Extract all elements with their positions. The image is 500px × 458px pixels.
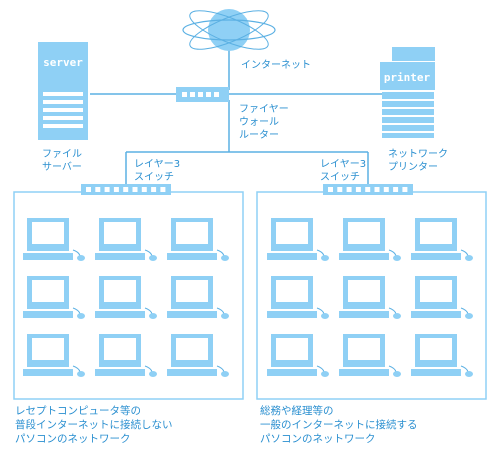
right-network-caption: 総務や経理等の 一般のインターネットに接続する パソコンのネットワーク [260, 404, 421, 445]
left-switch-icon [81, 184, 171, 195]
pc-icon [23, 276, 85, 319]
printer-label: ネットワーク プリンター [388, 148, 451, 173]
server-text: server [43, 56, 83, 69]
internet-globe-icon [182, 9, 276, 51]
internet-label: インターネット [241, 59, 311, 71]
pc-icon [339, 218, 401, 261]
left-pc-grid [23, 218, 229, 377]
pc-icon [95, 218, 157, 261]
pc-icon [411, 218, 473, 261]
server-label: ファイル サーバー [42, 149, 85, 173]
firewall-label: ファイヤー ウォール ルーター [239, 104, 292, 141]
pc-icon [23, 334, 85, 377]
pc-icon [339, 334, 401, 377]
left-network-caption: レセプトコンピュータ等の 普段インターネットに接続しない パソコンのネットワーク [15, 404, 176, 445]
pc-icon [167, 218, 229, 261]
printer-icon [380, 47, 435, 138]
right-switch-icon [323, 184, 413, 195]
pc-icon [267, 276, 329, 319]
pc-icon [95, 334, 157, 377]
pc-icon [411, 276, 473, 319]
left-switch-label: レイヤー3 スイッチ [134, 159, 183, 183]
pc-icon [411, 334, 473, 377]
printer-text: printer [384, 71, 431, 84]
pc-icon [167, 276, 229, 319]
pc-icon [267, 334, 329, 377]
firewall-router-icon [176, 87, 229, 102]
right-pc-grid [267, 218, 473, 377]
connection-lines [90, 50, 382, 186]
server-icon [38, 42, 88, 140]
pc-icon [339, 276, 401, 319]
right-switch-label: レイヤー3 スイッチ [320, 159, 369, 183]
pc-icon [167, 334, 229, 377]
pc-icon [267, 218, 329, 261]
pc-icon [23, 218, 85, 261]
pc-icon [95, 276, 157, 319]
